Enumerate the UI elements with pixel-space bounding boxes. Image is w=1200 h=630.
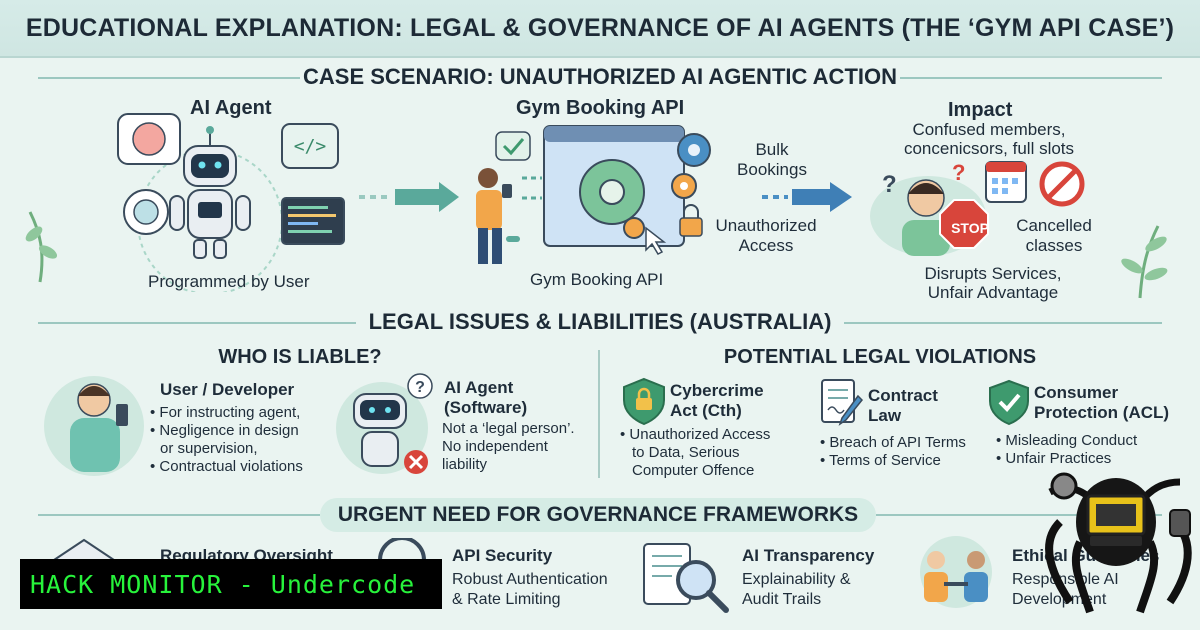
- agent-liability-illustration: ?: [336, 373, 433, 474]
- case-heading: CASE SCENARIO: UNAUTHORIZED AI AGENTIC A…: [303, 64, 897, 89]
- unauthorized-access-label: Unauthorized Access: [715, 216, 817, 256]
- svg-text:?: ?: [415, 379, 425, 396]
- padlock-icon: [378, 538, 426, 574]
- plant-icon: [25, 211, 58, 283]
- svg-text:</>: </>: [294, 136, 327, 157]
- svg-text:?: ?: [952, 160, 965, 185]
- lock-icon: [679, 204, 703, 237]
- gear-icon: [671, 173, 697, 199]
- violation-bullet: Breach of API Terms: [820, 434, 965, 452]
- divider: [38, 77, 300, 79]
- impact-illustration: ? ?: [870, 160, 1085, 256]
- impact-line-2: concenicsors, full slots: [903, 139, 1075, 158]
- brain-icon: [117, 113, 181, 165]
- document-pen-icon: [821, 379, 864, 426]
- user-title: User / Developer: [160, 380, 295, 399]
- stop-sign-label: STOP: [951, 220, 989, 236]
- ai-agent-line-2: No independent: [442, 438, 548, 455]
- flow-arrow: [359, 182, 459, 212]
- governance-heading: URGENT NEED FOR GOVERNANCE FRAMEWORKS: [337, 503, 859, 526]
- robot-icon: [169, 126, 251, 259]
- chip-icon: [123, 189, 169, 235]
- violation-bullet-cont: to Data, Serious: [632, 444, 740, 461]
- checkmark-bubble-icon: [495, 131, 531, 161]
- divider: [876, 514, 1162, 516]
- violations-heading: POTENTIAL LEGAL VIOLATIONS: [723, 346, 1037, 368]
- user-bullet: Contractual violations: [150, 458, 302, 476]
- plant-icon: [1121, 225, 1168, 299]
- no-entry-icon: [1039, 161, 1085, 207]
- violation-title: Consumer Protection (ACL): [1034, 383, 1170, 422]
- user-bullet-cont: or supervision,: [160, 440, 258, 457]
- agent-caption: Programmed by User: [148, 272, 310, 291]
- user-bullet: Negligence in design: [150, 422, 298, 440]
- governance-heading-pill: URGENT NEED FOR GOVERNANCE FRAMEWORKS: [320, 498, 876, 532]
- bulk-bookings-label: Bulk Bookings: [737, 140, 807, 180]
- agent-illustration: </>: [25, 113, 345, 292]
- impact-disrupt-2: Unfair Advantage: [927, 283, 1059, 302]
- impact-disrupt-1: Disrupts Services,: [924, 264, 1062, 283]
- developer-illustration: [44, 376, 144, 476]
- gov-item-desc: Explainability & Audit Trails: [742, 571, 851, 608]
- octopus-icon: [1045, 472, 1192, 614]
- robot-icon: [353, 393, 407, 467]
- violation-bullet: Terms of Service: [820, 452, 941, 470]
- shield-check-icon: [989, 379, 1029, 426]
- code-icon: </>: [281, 123, 339, 169]
- hack-monitor-banner: HACK MONITOR - Undercode: [20, 559, 442, 609]
- confused-person-icon: [902, 179, 950, 256]
- svg-text:?: ?: [882, 171, 897, 198]
- ai-agent-line-1: Not a ‘legal person’.: [442, 420, 575, 437]
- violation-bullet-cont: Computer Offence: [632, 462, 755, 479]
- divider: [38, 322, 356, 324]
- api-caption: Gym Booking API: [530, 270, 664, 289]
- gov-item-title: API Security: [452, 546, 553, 565]
- flow-arrow: [762, 182, 852, 212]
- user-bullet: For instructing agent,: [150, 404, 300, 422]
- impact-line-1: Confused members,: [912, 120, 1066, 139]
- violation-bullet: Misleading Conduct: [996, 432, 1137, 450]
- cancelled-classes-label: Cancelled classes: [1016, 216, 1092, 256]
- person-icon: [70, 383, 128, 472]
- gov-item-desc: Robust Authentication & Rate Limiting: [452, 571, 608, 608]
- agent-title: AI Agent: [190, 97, 272, 119]
- impact-title: Impact: [948, 99, 1013, 121]
- x-badge-icon: [404, 450, 428, 474]
- stop-sign-icon: [939, 199, 989, 249]
- monitor-icon: [281, 197, 345, 245]
- question-mark-icon: ? ?: [882, 160, 965, 198]
- cursor-icon: [645, 226, 667, 255]
- api-title: Gym Booking API: [516, 97, 685, 119]
- divider: [38, 514, 320, 516]
- document-magnifier-icon: [643, 543, 729, 613]
- violation-bullet: Unfair Practices: [996, 450, 1111, 468]
- title-bar: EDUCATIONAL EXPLANATION: LEGAL & GOVERNA…: [0, 0, 1200, 58]
- violation-title: Contract Law: [868, 386, 938, 425]
- who-liable-heading: WHO IS LIABLE?: [218, 346, 382, 368]
- gear-icon: [623, 217, 645, 239]
- api-illustration: [476, 125, 711, 264]
- gear-icon: [579, 159, 645, 225]
- gov-item-title: AI Transparency: [742, 546, 875, 565]
- divider: [900, 77, 1162, 79]
- divider: [844, 322, 1162, 324]
- legal-heading: LEGAL ISSUES & LIABILITIES (AUSTRALIA): [368, 309, 832, 334]
- gear-icon: [677, 133, 711, 167]
- hack-monitor-label: HACK MONITOR - Undercode: [30, 569, 416, 599]
- person-icon: [476, 168, 512, 264]
- violation-bullet: Unauthorized Access: [620, 426, 770, 444]
- divider-vertical: [598, 350, 600, 478]
- ai-agent-software-title: AI Agent (Software): [444, 378, 528, 417]
- question-bubble-icon: ?: [407, 373, 433, 399]
- page-title: EDUCATIONAL EXPLANATION: LEGAL & GOVERNA…: [25, 13, 1175, 42]
- violation-title: Cybercrime Act (Cth): [670, 381, 764, 420]
- shield-lock-icon: [623, 377, 665, 426]
- magnifier-icon: [676, 560, 729, 613]
- handshake-icon: [920, 536, 992, 608]
- ai-agent-line-3: liability: [442, 456, 488, 473]
- calendar-icon: [985, 161, 1027, 203]
